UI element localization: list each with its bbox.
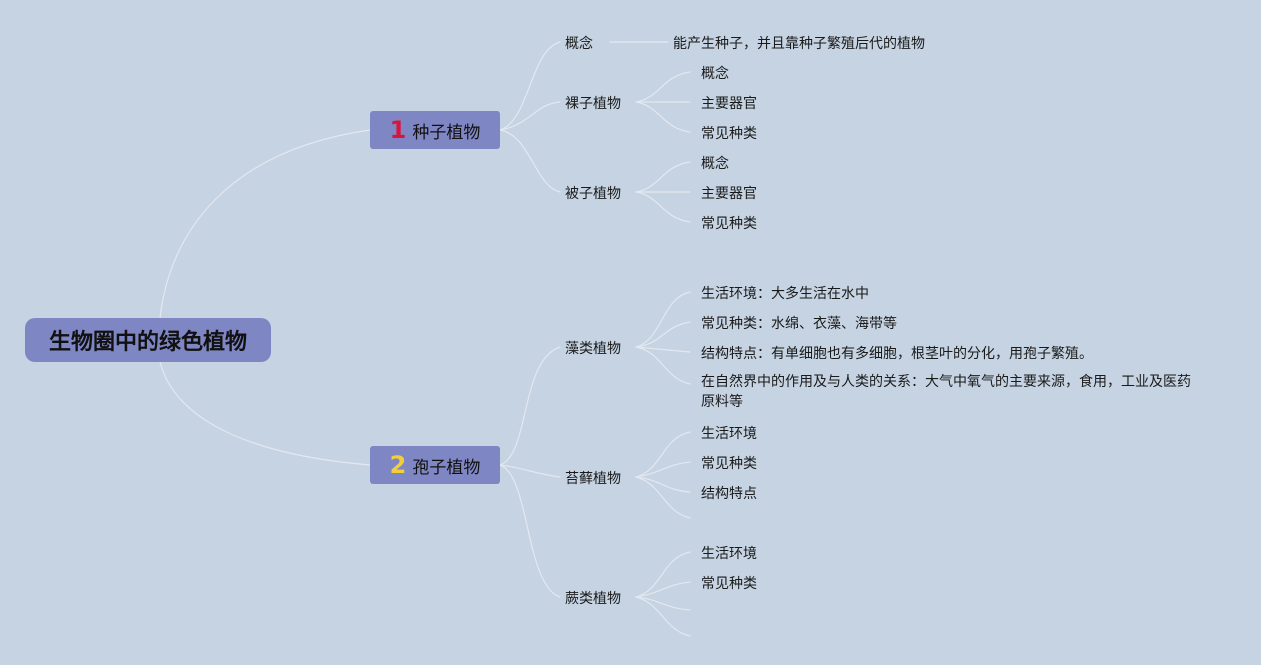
leaf-label: 结构特点 — [701, 486, 757, 502]
leaf-label: 在自然界中的作用及与人类的关系：大气中氧气的主要来源，食用，工业及医药原料等 — [701, 374, 1191, 410]
leaf-item[interactable]: 常见种类 — [701, 573, 757, 593]
topic-label: 蕨类植物 — [565, 591, 621, 607]
leaf-label: 生活环境：大多生活在水中 — [701, 286, 869, 302]
topic-label: 藻类植物 — [565, 341, 621, 357]
leaf-label: 常见种类 — [701, 126, 757, 142]
leaf-label: 能产生种子，并且靠种子繁殖后代的植物 — [673, 36, 925, 52]
leaf-label: 生活环境 — [701, 426, 757, 442]
branch-number-1: 1 — [389, 116, 407, 144]
leaf-item[interactable]: 常见种类 — [701, 213, 757, 233]
leaf-item[interactable]: 生活环境 — [701, 543, 757, 563]
branch-seed-plants[interactable]: 1 种子植物 — [370, 111, 500, 149]
topic-label: 苔藓植物 — [565, 471, 621, 487]
topic-label: 裸子植物 — [565, 96, 621, 112]
leaf-item[interactable]: 主要器官 — [701, 93, 757, 113]
leaf-label: 概念 — [701, 66, 729, 82]
topic-concept[interactable]: 概念 — [565, 33, 593, 53]
leaf-item[interactable]: 概念 — [701, 63, 729, 83]
leaf-item[interactable]: 结构特点 — [701, 483, 757, 503]
leaf-label: 主要器官 — [701, 96, 757, 112]
branch-number-2: 2 — [389, 451, 407, 479]
leaf-label: 常见种类：水绵、衣藻、海带等 — [701, 316, 897, 332]
leaf-label: 结构特点：有单细胞也有多细胞，根茎叶的分化，用孢子繁殖。 — [701, 346, 1093, 362]
leaf-concept-definition[interactable]: 能产生种子，并且靠种子繁殖后代的植物 — [673, 33, 925, 53]
leaf-item[interactable]: 常见种类 — [701, 453, 757, 473]
branch-label: 种子植物 — [412, 122, 481, 143]
leaf-label: 生活环境 — [701, 546, 757, 562]
leaf-item[interactable]: 在自然界中的作用及与人类的关系：大气中氧气的主要来源，食用，工业及医药原料等 — [701, 372, 1201, 412]
topic-algae[interactable]: 藻类植物 — [565, 338, 621, 358]
leaf-item[interactable]: 常见种类 — [701, 123, 757, 143]
leaf-label: 主要器官 — [701, 186, 757, 202]
leaf-label: 常见种类 — [701, 216, 757, 232]
root-node[interactable]: 生物圈中的绿色植物 — [25, 318, 271, 362]
topic-label: 概念 — [565, 36, 593, 52]
leaf-item[interactable]: 常见种类：水绵、衣藻、海带等 — [701, 313, 897, 333]
leaf-item[interactable]: 主要器官 — [701, 183, 757, 203]
topic-ferns[interactable]: 蕨类植物 — [565, 588, 621, 608]
leaf-item[interactable]: 概念 — [701, 153, 729, 173]
leaf-item[interactable]: 生活环境 — [701, 423, 757, 443]
branch-label: 孢子植物 — [412, 457, 481, 478]
topic-label: 被子植物 — [565, 186, 621, 202]
leaf-label: 常见种类 — [701, 576, 757, 592]
leaf-label: 常见种类 — [701, 456, 757, 472]
leaf-item[interactable]: 结构特点：有单细胞也有多细胞，根茎叶的分化，用孢子繁殖。 — [701, 343, 1093, 363]
topic-gymnosperms[interactable]: 裸子植物 — [565, 93, 621, 113]
branch-spore-plants[interactable]: 2 孢子植物 — [370, 446, 500, 484]
leaf-label: 概念 — [701, 156, 729, 172]
root-label: 生物圈中的绿色植物 — [48, 330, 247, 355]
topic-angiosperms[interactable]: 被子植物 — [565, 183, 621, 203]
topic-mosses[interactable]: 苔藓植物 — [565, 468, 621, 488]
leaf-item[interactable]: 生活环境：大多生活在水中 — [701, 283, 869, 303]
